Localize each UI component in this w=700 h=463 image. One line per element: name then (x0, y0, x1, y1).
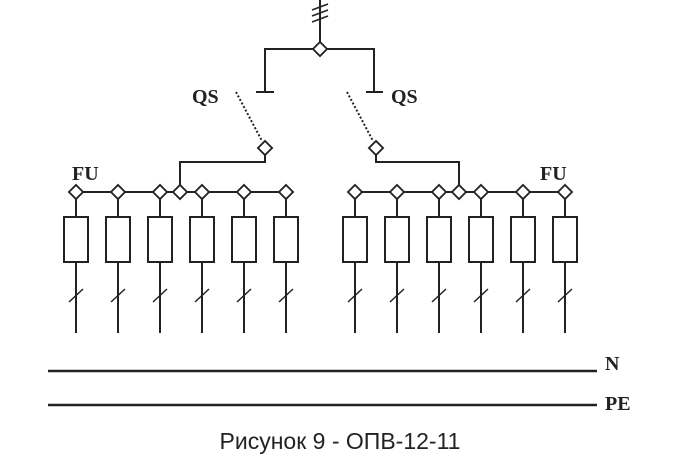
feeder (426, 192, 452, 333)
qs-left-blade (235, 91, 263, 142)
fuse-icon (384, 216, 410, 263)
terminal-node (367, 139, 385, 157)
qs-right-blade (346, 91, 374, 142)
terminal-node (430, 183, 448, 201)
n-label: N (605, 353, 620, 375)
cable-tick (557, 288, 573, 303)
terminal-node (151, 183, 169, 201)
terminal-node (171, 183, 189, 201)
right-feed (375, 153, 460, 186)
cable-tick (473, 288, 489, 303)
feeder (273, 192, 299, 333)
terminal-node (346, 183, 364, 201)
figure-caption: Рисунок 9 - ОПВ-12-11 (220, 428, 461, 454)
feeder (63, 192, 89, 333)
cable-tick (68, 288, 84, 303)
cable-tick (236, 288, 252, 303)
feeder (468, 192, 494, 333)
cable-tick (278, 288, 294, 303)
fuse-icon (147, 216, 173, 263)
feeder (189, 192, 215, 333)
incoming-line (311, 0, 329, 43)
terminal-node (277, 183, 295, 201)
qs-left-label: QS (192, 86, 219, 108)
fuse-icon (510, 216, 536, 263)
cable-tick (347, 288, 363, 303)
feeder (231, 192, 257, 333)
feeder (105, 192, 131, 333)
cable-tick (110, 288, 126, 303)
left-feed (179, 153, 266, 186)
terminal-node (193, 183, 211, 201)
fuse-icon (273, 216, 299, 263)
terminal-node (256, 139, 274, 157)
fuse-icon (342, 216, 368, 263)
fuse-icon (552, 216, 578, 263)
feeder (552, 192, 578, 333)
qs-right-label: QS (391, 86, 418, 108)
cable-tick (515, 288, 531, 303)
terminal-node (514, 183, 532, 201)
terminal-node (67, 183, 85, 201)
terminal-node (388, 183, 406, 201)
terminal-node (450, 183, 468, 201)
fuse-icon (468, 216, 494, 263)
cable-tick (389, 288, 405, 303)
terminal-node (311, 40, 329, 58)
cable-tick (194, 288, 210, 303)
terminal-node (556, 183, 574, 201)
terminal-node (109, 183, 127, 201)
terminal-node (472, 183, 490, 201)
fu-left-label: FU (72, 163, 99, 185)
fuse-icon (426, 216, 452, 263)
feeder (147, 192, 173, 333)
fuse-icon (63, 216, 89, 263)
fuse-icon (105, 216, 131, 263)
fu-right-label: FU (540, 163, 567, 185)
feeder (510, 192, 536, 333)
cable-tick (431, 288, 447, 303)
fuse-icon (231, 216, 257, 263)
feeder (384, 192, 410, 333)
feeder (342, 192, 368, 333)
pe-label: PE (605, 393, 631, 415)
cable-tick (152, 288, 168, 303)
fuse-icon (189, 216, 215, 263)
terminal-node (235, 183, 253, 201)
